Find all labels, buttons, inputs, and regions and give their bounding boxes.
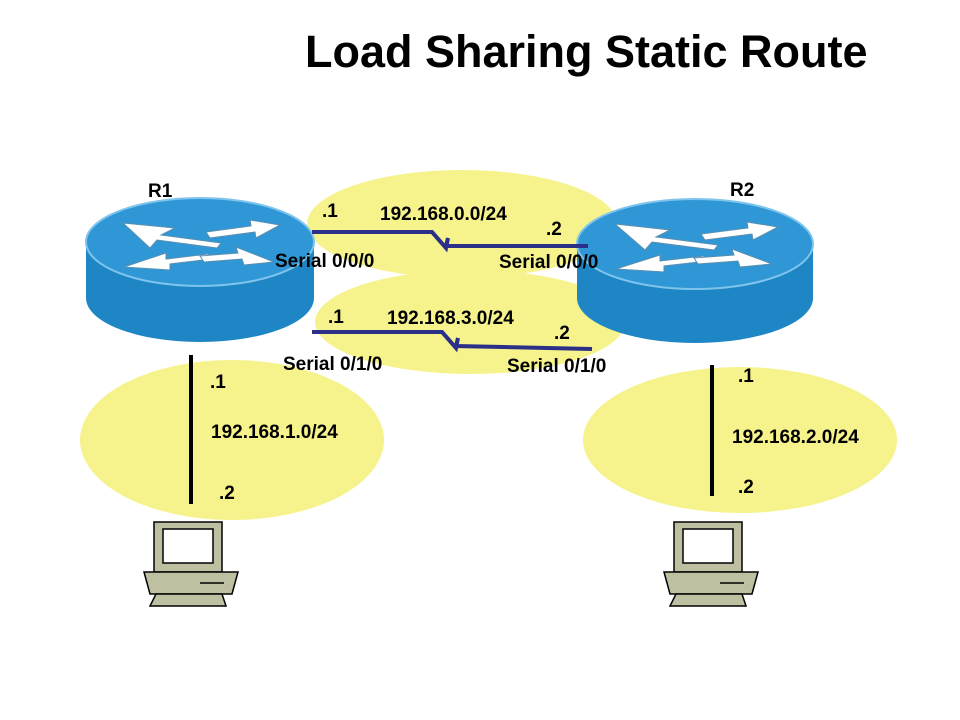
link0-network: 192.168.0.0/24	[380, 204, 507, 225]
link0-right-host: .2	[546, 219, 562, 240]
serial-link-192-168-0-0	[312, 230, 588, 253]
network-ellipse-lan-right	[583, 367, 897, 513]
lan-right-router-host: .1	[738, 366, 754, 387]
lan-left-network: 192.168.1.0/24	[211, 422, 338, 443]
link0-right-interface: Serial 0/0/0	[499, 252, 599, 273]
diagram-title: Load Sharing Static Route	[305, 26, 868, 77]
serial-link-192-168-3-0	[312, 330, 593, 353]
router-r1-icon[interactable]	[85, 197, 315, 342]
lan-right-network: 192.168.2.0/24	[732, 427, 859, 448]
link1-right-host: .2	[554, 323, 570, 344]
link1-left-host: .1	[328, 307, 344, 328]
router-r2-label: R2	[730, 180, 755, 201]
pc-right-icon[interactable]	[663, 521, 759, 607]
router-r2-icon[interactable]	[576, 198, 814, 343]
lan-left-router-host: .1	[210, 372, 226, 393]
pc-left-icon[interactable]	[143, 521, 239, 607]
network-ellipse-lan-left	[80, 360, 384, 520]
lan-right-pc-host: .2	[738, 477, 754, 498]
link0-left-interface: Serial 0/0/0	[275, 251, 375, 272]
router-r1-label: R1	[148, 181, 173, 202]
lan-left-pc-host: .2	[219, 483, 235, 504]
network-ellipse-192-168-0-0	[307, 170, 617, 278]
link1-right-interface: Serial 0/1/0	[507, 356, 607, 377]
link0-left-host: .1	[322, 201, 338, 222]
link1-left-interface: Serial 0/1/0	[283, 354, 383, 375]
link1-network: 192.168.3.0/24	[387, 308, 514, 329]
